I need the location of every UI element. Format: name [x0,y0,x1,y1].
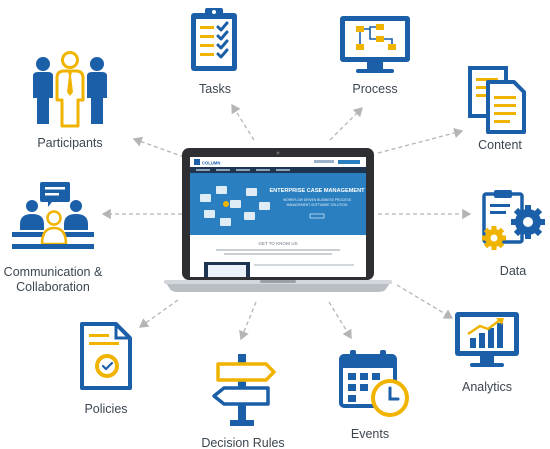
meeting-icon [12,182,94,249]
arrow-process [329,107,363,141]
clipboard-checklist-icon [191,8,237,71]
label-data: Data [499,264,527,278]
screen-section-title: GET TO KNOW US [258,241,297,246]
arrow-content [377,127,464,154]
label-participants: Participants [37,136,103,150]
arrow-analytics [396,284,454,319]
laptop-icon: COLUMN ENTERPRISE CASE MANAGEMENT WORKFL… [164,148,392,292]
label-policies: Policies [84,402,128,416]
label-communication-line2: Collaboration [16,280,90,294]
screen-hero-subtitle-2: MANAGEMENT SOFTWARE SOLUTION [287,203,348,207]
signpost-icon [212,354,276,426]
certificate-document-icon [80,322,132,390]
arrow-decision-rules [239,301,257,341]
label-tasks: Tasks [199,82,231,96]
screen-hero-subtitle-1: WORKFLOW DRIVEN BUSINESS PROCESS [283,198,352,202]
data-gears-icon [482,190,545,250]
screen-brand: COLUMN [202,161,220,166]
label-process: Process [352,82,398,96]
label-content: Content [478,138,522,152]
label-communication: Communication & Collaboration [0,265,106,295]
arrow-participants [132,136,185,158]
people-group-icon [33,51,107,128]
arrow-policies [138,299,179,328]
label-communication-line1: Communication & [3,265,103,279]
label-decision-rules: Decision Rules [201,436,285,449]
arrow-events [328,301,352,340]
calendar-clock-icon [339,350,409,417]
analytics-monitor-icon [455,312,519,367]
documents-icon [468,66,526,134]
label-analytics: Analytics [461,380,513,394]
label-events: Events [350,427,390,441]
arrow-tasks [231,103,255,141]
screen-hero-title: ENTERPRISE CASE MANAGEMENT [269,188,365,194]
flowchart-monitor-icon [340,16,410,73]
